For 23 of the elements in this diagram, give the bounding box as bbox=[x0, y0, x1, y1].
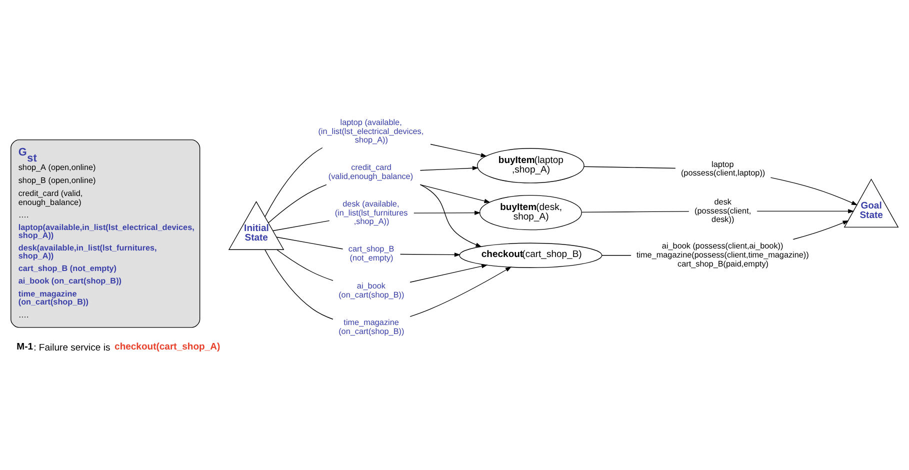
arrow bbox=[410, 266, 512, 316]
arrow bbox=[770, 176, 858, 205]
caption: M-1: Failure service is checkout(cart_shop_A) bbox=[16, 341, 220, 353]
connector bbox=[584, 166, 676, 168]
connector bbox=[581, 210, 690, 212]
connector bbox=[264, 249, 334, 320]
arrow bbox=[420, 166, 479, 170]
arrow bbox=[792, 220, 849, 240]
connector bbox=[268, 184, 327, 223]
arrow bbox=[420, 184, 490, 203]
arrow bbox=[420, 184, 482, 246]
arrow bbox=[756, 208, 854, 213]
arrow bbox=[400, 252, 461, 256]
connector bbox=[276, 248, 334, 280]
connector bbox=[602, 254, 632, 256]
arrow bbox=[430, 143, 487, 157]
connector bbox=[276, 236, 344, 249]
connector bbox=[264, 146, 323, 217]
arrow bbox=[414, 210, 481, 214]
node-ellipse: buyItem(laptop ,shop_A) bbox=[477, 148, 584, 183]
node-ellipse: buyItem(desk, shop_A) bbox=[479, 194, 582, 230]
arrow bbox=[410, 264, 488, 282]
connector bbox=[272, 220, 330, 231]
